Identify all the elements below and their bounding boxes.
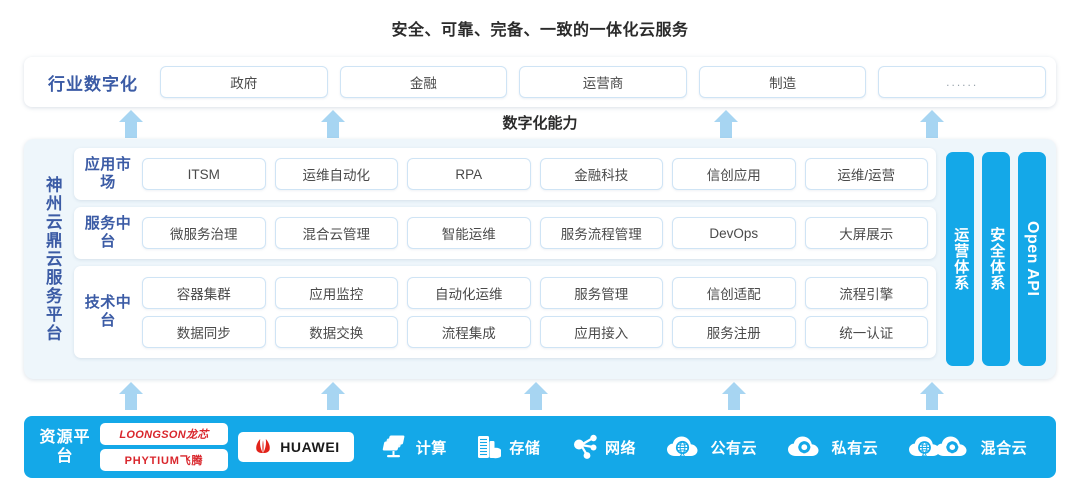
capability-band: 数字化能力 bbox=[0, 107, 1080, 141]
chip-logo-stack: LOONGSON龙芯 PHYTIUM飞腾 bbox=[100, 423, 228, 471]
tier-cell[interactable]: 运维/运营 bbox=[804, 158, 928, 190]
resource-item-label: 公有云 bbox=[710, 439, 758, 457]
tier-cell[interactable]: ITSM bbox=[142, 158, 266, 190]
tier-cell[interactable]: 混合云管理 bbox=[274, 217, 398, 249]
tier-cell[interactable]: RPA bbox=[407, 158, 531, 190]
resource-item-network[interactable]: 网络 bbox=[570, 434, 636, 460]
resource-item-label: 计算 bbox=[415, 439, 447, 457]
tier-cell[interactable]: 服务管理 bbox=[539, 276, 663, 309]
phytium-logo: PHYTIUM飞腾 bbox=[100, 449, 228, 471]
tier-cell[interactable]: 流程引擎 bbox=[804, 276, 928, 309]
tier-cell[interactable]: 信创应用 bbox=[672, 158, 796, 190]
tier-cell[interactable]: 数据同步 bbox=[142, 315, 266, 348]
vertical-bars: 运营体系 安全体系 Open API bbox=[936, 148, 1046, 370]
resource-item-storage[interactable]: 存储 bbox=[476, 434, 540, 460]
tier-label: 应用市场 bbox=[84, 156, 132, 191]
tier-cell[interactable]: 数据交换 bbox=[274, 315, 398, 348]
tier-label: 技术中台 bbox=[84, 294, 132, 329]
resource-item-label: 混合云 bbox=[980, 439, 1028, 457]
vertical-bar-open-api[interactable]: Open API bbox=[1018, 152, 1046, 366]
industry-item-telecom[interactable]: 运营商 bbox=[519, 66, 687, 98]
loongson-logo: LOONGSON龙芯 bbox=[100, 423, 228, 445]
tier-cell[interactable]: 大屏展示 bbox=[804, 217, 928, 249]
up-arrow-icon bbox=[118, 381, 144, 411]
resource-item-compute[interactable]: 计算 bbox=[381, 434, 447, 460]
tier-cell[interactable]: DevOps bbox=[672, 217, 796, 249]
tier-cell[interactable]: 流程集成 bbox=[407, 315, 531, 348]
resource-item-label: 存储 bbox=[509, 439, 541, 457]
tier-cell-row: ITSM 运维自动化 RPA 金融科技 信创应用 运维/运营 bbox=[142, 158, 928, 190]
resource-platform-bar: 资源平台 LOONGSON龙芯 PHYTIUM飞腾 HUAWEI bbox=[24, 416, 1056, 478]
tier-cell[interactable]: 应用接入 bbox=[539, 315, 663, 348]
page-title: 安全、可靠、完备、一致的一体化云服务 bbox=[391, 22, 689, 39]
tier-cell[interactable]: 统一认证 bbox=[804, 315, 928, 348]
industry-item-government[interactable]: 政府 bbox=[160, 66, 328, 98]
tier-cell[interactable]: 应用监控 bbox=[274, 276, 398, 309]
industry-item-manufacturing[interactable]: 制造 bbox=[698, 66, 867, 98]
tier-cell[interactable]: 微服务治理 bbox=[142, 217, 266, 249]
tier-cell[interactable]: 智能运维 bbox=[407, 217, 531, 249]
vertical-bar-operations[interactable]: 运营体系 bbox=[946, 152, 974, 366]
tier-cell-row: 容器集群 应用监控 自动化运维 服务管理 信创适配 流程引擎 bbox=[142, 276, 928, 309]
tier-cell[interactable]: 容器集群 bbox=[142, 276, 266, 309]
industry-item-finance[interactable]: 金融 bbox=[339, 66, 508, 98]
storage-icon bbox=[476, 434, 502, 460]
up-arrow-icon bbox=[118, 109, 144, 139]
network-icon bbox=[570, 434, 598, 460]
capability-label: 数字化能力 bbox=[502, 115, 578, 132]
tier-application-market: 应用市场 ITSM 运维自动化 RPA 金融科技 信创应用 运维/运营 bbox=[74, 148, 936, 200]
resource-item-label: 网络 bbox=[604, 439, 636, 457]
industry-item-more[interactable]: ...... bbox=[878, 66, 1046, 98]
platform-side-label: 神州云鼎云服务平台 bbox=[43, 175, 62, 343]
tier-cell[interactable]: 金融科技 bbox=[539, 158, 663, 190]
resource-platform-label: 资源平台 bbox=[39, 428, 91, 465]
resource-item-label: 私有云 bbox=[831, 439, 879, 457]
tier-label: 服务中台 bbox=[84, 215, 132, 250]
resource-item-hybrid-cloud[interactable]: 混合云 bbox=[908, 434, 1028, 460]
tier-cell-rows: 容器集群 应用监控 自动化运维 服务管理 信创适配 流程引擎 数据同步 数据交换… bbox=[142, 276, 928, 348]
up-arrow-icon bbox=[523, 381, 549, 411]
industry-row-label: 行业数字化 bbox=[48, 74, 138, 94]
up-arrow-icon bbox=[713, 109, 739, 139]
public-cloud-icon bbox=[666, 434, 704, 460]
lower-arrow-band bbox=[0, 379, 1080, 416]
huawei-wordmark: HUAWEI bbox=[280, 439, 340, 455]
hybrid-cloud-icon bbox=[908, 434, 974, 460]
vertical-bar-security[interactable]: 安全体系 bbox=[982, 152, 1010, 366]
tier-cell[interactable]: 自动化运维 bbox=[407, 276, 531, 309]
resource-item-private-cloud[interactable]: 私有云 bbox=[787, 434, 879, 460]
tier-service-midplatform: 服务中台 微服务治理 混合云管理 智能运维 服务流程管理 DevOps 大屏展示 bbox=[74, 207, 936, 259]
tier-cell-row: 数据同步 数据交换 流程集成 应用接入 服务注册 统一认证 bbox=[142, 315, 928, 348]
huawei-flower-icon bbox=[252, 436, 274, 459]
private-cloud-icon bbox=[787, 434, 825, 460]
up-arrow-icon bbox=[320, 381, 346, 411]
resource-item-public-cloud[interactable]: 公有云 bbox=[666, 434, 758, 460]
tier-cell[interactable]: 运维自动化 bbox=[274, 158, 398, 190]
huawei-logo: HUAWEI bbox=[238, 432, 354, 462]
compute-icon bbox=[381, 434, 409, 460]
up-arrow-icon bbox=[919, 109, 945, 139]
up-arrow-icon bbox=[721, 381, 747, 411]
up-arrow-icon bbox=[320, 109, 346, 139]
tier-cell[interactable]: 服务流程管理 bbox=[539, 217, 663, 249]
tier-technology-midplatform: 技术中台 容器集群 应用监控 自动化运维 服务管理 信创适配 流程引擎 数据同步… bbox=[74, 266, 936, 358]
tier-cell[interactable]: 信创适配 bbox=[672, 276, 796, 309]
platform-container: 神州云鼎云服务平台 应用市场 ITSM 运维自动化 RPA 金融科技 信创应用 … bbox=[24, 139, 1056, 379]
platform-tiers: 应用市场 ITSM 运维自动化 RPA 金融科技 信创应用 运维/运营 服务中台… bbox=[74, 148, 936, 370]
industry-row: 行业数字化 政府 金融 运营商 制造 ...... bbox=[24, 57, 1056, 107]
tier-cell[interactable]: 服务注册 bbox=[672, 315, 796, 348]
tier-cell-row: 微服务治理 混合云管理 智能运维 服务流程管理 DevOps 大屏展示 bbox=[142, 217, 928, 249]
up-arrow-icon bbox=[919, 381, 945, 411]
resource-items: 计算 bbox=[354, 434, 1042, 460]
